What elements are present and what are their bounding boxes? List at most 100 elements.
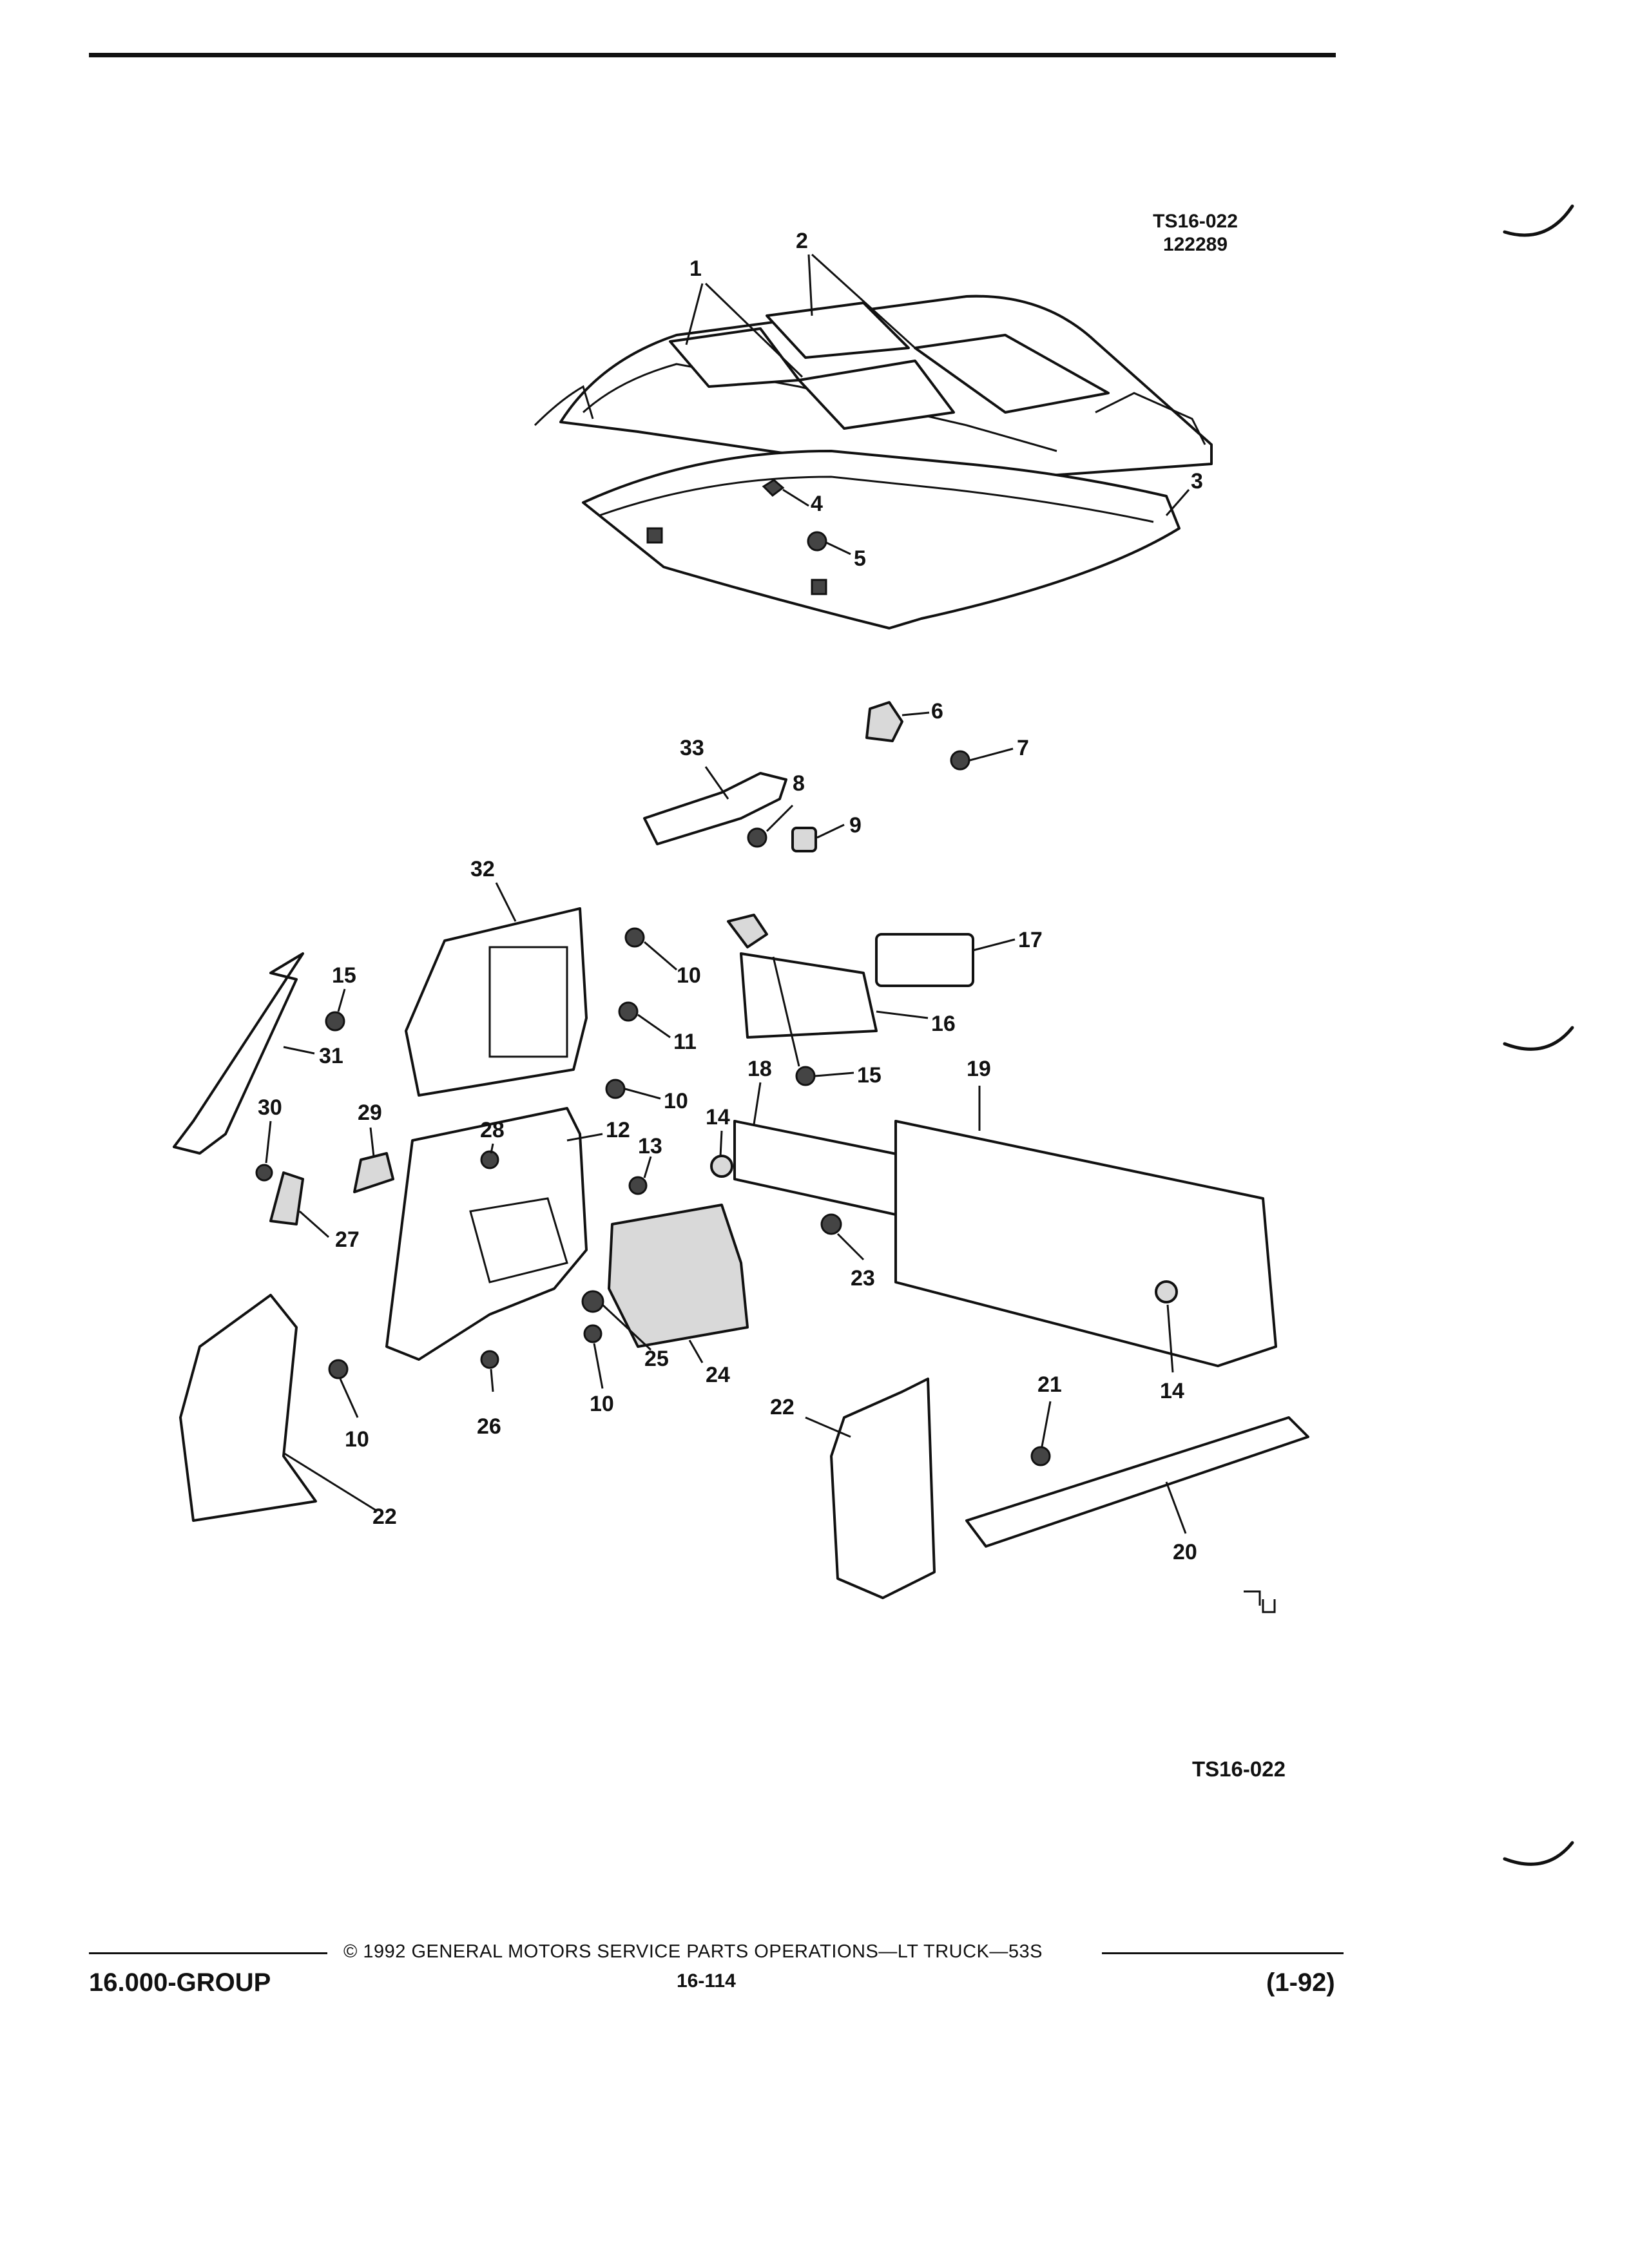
part-7-screw [950, 750, 970, 771]
callout-1: 1 [689, 256, 702, 281]
callout-20: 20 [1173, 1540, 1197, 1564]
leader-lines [265, 253, 1190, 1534]
callout-10a: 10 [677, 963, 701, 988]
gm-service-logo [1244, 1590, 1276, 1613]
left-pillar-trim [179, 1294, 349, 1522]
callout-10b: 10 [664, 1089, 688, 1113]
part-12-cutout [469, 1197, 568, 1283]
leader-1b [704, 282, 804, 378]
footer-rule-left [89, 1952, 327, 1954]
part-21-screw [1030, 1446, 1051, 1466]
callout-29: 29 [358, 1100, 382, 1125]
leader-13 [643, 1156, 652, 1178]
leader-8 [766, 804, 794, 832]
leader-7 [969, 747, 1014, 762]
leader-33 [704, 766, 729, 800]
leader-30 [265, 1120, 272, 1164]
edge-mark-2 [1503, 1026, 1574, 1051]
leader-28 [490, 1143, 494, 1154]
part-10-screw-d [328, 1359, 349, 1379]
leader-10b [624, 1088, 661, 1100]
part-26-screw [480, 1350, 499, 1369]
part-20-sill [965, 1416, 1309, 1548]
drawing-id-block: TS16-022 122289 [1121, 210, 1269, 256]
callout-10c: 10 [590, 1392, 614, 1416]
leader-2b [811, 253, 916, 349]
part-27-bracket [269, 1171, 304, 1225]
roof-pillar-left [534, 385, 594, 427]
part-29-clip [353, 1152, 394, 1193]
part-32-window [488, 946, 568, 1058]
part-24-bin [608, 1204, 749, 1348]
part-14-clip-a [710, 1155, 733, 1178]
leader-26 [490, 1369, 494, 1392]
headliner-panel [582, 450, 1181, 629]
assist-handle [173, 952, 394, 1225]
part-28-screw [480, 1150, 499, 1169]
upper-quarter-trim [405, 907, 645, 1099]
headliner-edge [599, 476, 1154, 523]
part-30-screw [255, 1164, 273, 1182]
leader-4 [782, 488, 809, 507]
leader-15a [337, 988, 346, 1012]
callout-30: 30 [258, 1095, 282, 1120]
callout-5: 5 [854, 546, 866, 571]
part-22-left [179, 1294, 317, 1522]
callout-33: 33 [680, 736, 704, 760]
leader-27 [299, 1210, 329, 1238]
callout-19: 19 [967, 1057, 991, 1081]
drawing-code-bottom: TS16-022 [1192, 1757, 1286, 1781]
callout-12: 12 [606, 1118, 630, 1142]
callout-23: 23 [851, 1266, 875, 1291]
leader-9 [816, 823, 845, 839]
part-32-panel [405, 907, 588, 1097]
part-9-cap [791, 827, 817, 852]
callout-18: 18 [747, 1057, 772, 1081]
headliner-clip-a [646, 527, 663, 544]
headliner-screw-5 [807, 531, 827, 552]
leader-21 [1041, 1401, 1052, 1447]
callout-4: 4 [811, 492, 823, 516]
callout-17: 17 [1018, 928, 1043, 952]
callout-9: 9 [849, 813, 862, 838]
leader-32 [495, 882, 517, 922]
visor-parts [727, 914, 974, 1086]
callout-15a: 15 [332, 963, 356, 988]
leader-12 [566, 1133, 603, 1142]
part-13-screw [628, 1176, 648, 1195]
leader-10a [644, 941, 677, 971]
callout-22b: 22 [770, 1395, 795, 1419]
callout-22a: 22 [372, 1504, 397, 1529]
copyright-text: © 1992 GENERAL MOTORS SERVICE PARTS OPER… [343, 1941, 1043, 1962]
callout-13: 13 [638, 1134, 662, 1158]
callout-3: 3 [1191, 469, 1203, 494]
part-15-screw-a [325, 1011, 345, 1032]
part-12-panel [385, 1107, 588, 1361]
leader-10d [339, 1378, 359, 1418]
callout-14a: 14 [706, 1105, 730, 1129]
roof-assembly [534, 294, 1213, 629]
part-10-screw-b [605, 1079, 626, 1099]
callout-32: 32 [470, 857, 495, 881]
part-22-right [830, 1378, 936, 1599]
leader-17 [972, 938, 1016, 952]
leader-1a [685, 283, 704, 345]
part-23-screw [820, 1213, 842, 1235]
callout-14b: 14 [1160, 1379, 1184, 1403]
callout-labels: 1 2 3 4 5 6 7 8 9 33 32 10 11 10 15 31 3… [258, 229, 1203, 1564]
right-lower-trim [830, 1378, 1309, 1599]
rear-side-panels [733, 1120, 1277, 1367]
drawing-number: 122289 [1162, 234, 1228, 255]
callout-16: 16 [931, 1012, 956, 1036]
leader-6 [901, 711, 930, 716]
callout-2: 2 [796, 229, 808, 253]
callout-27: 27 [335, 1227, 360, 1252]
leader-22a [283, 1452, 378, 1512]
leader-18 [753, 1082, 762, 1125]
headliner-clip-4 [762, 479, 785, 497]
lower-center-trim [385, 1107, 749, 1369]
callout-28: 28 [480, 1118, 505, 1142]
part-17-mirror [875, 933, 974, 987]
leader-15c [772, 956, 800, 1067]
roof-panel-2b [914, 334, 1110, 414]
